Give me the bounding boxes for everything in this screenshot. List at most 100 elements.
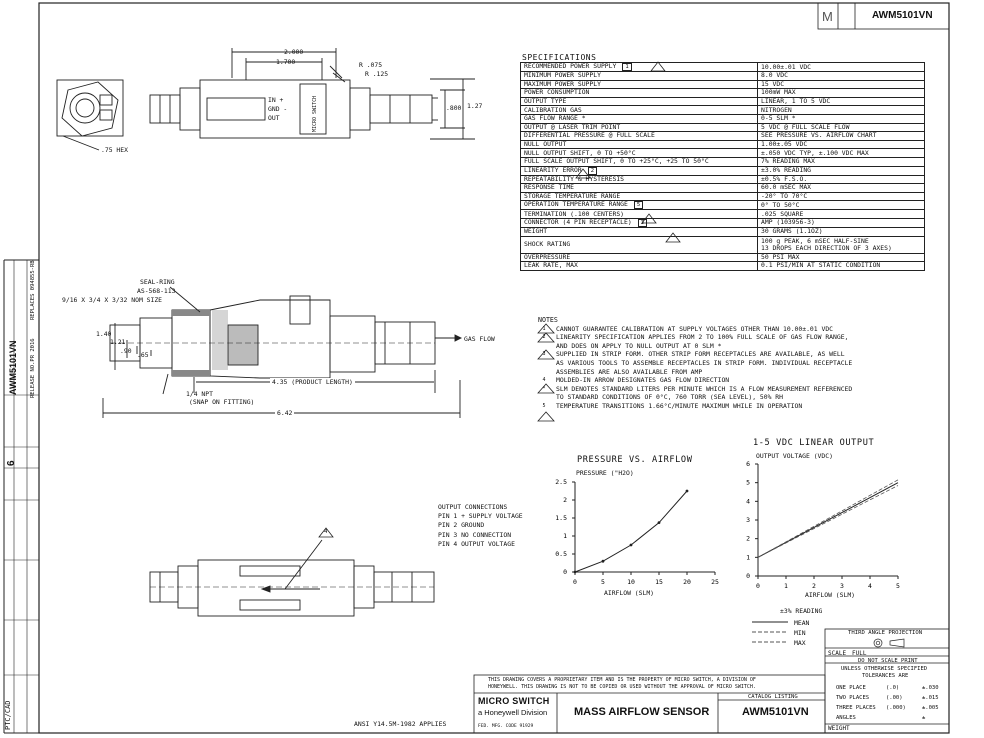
logo-mark: M [822, 9, 833, 24]
spec-label-text: GAS FLOW RANGE * [524, 114, 586, 123]
spec-label-text: RESPONSE TIME [524, 183, 575, 192]
spec-label: WEIGHT [520, 226, 758, 237]
seal-ring-label: SEAL-RING [140, 278, 175, 286]
spec-label: NULL OUTPUT [520, 139, 758, 150]
dim-642: 6.42 [275, 409, 295, 417]
spec-value: 0.1 PSI/MIN AT STATIC CONDITION [757, 261, 925, 271]
series-line [757, 479, 899, 558]
section-view-drawing [102, 286, 463, 418]
spec-label: LINEARITY ERROR 2 [520, 165, 758, 176]
note-text: TEMPERATURE TRANSITIONS 1.66°C/MINUTE MA… [556, 401, 803, 410]
data-point [657, 521, 661, 525]
spec-label: OUTPUT TYPE [520, 96, 758, 107]
data-point [685, 489, 689, 493]
spec-value: AMP (103956-3) [757, 217, 925, 228]
tolerance-value: (.00) [886, 695, 903, 701]
spec-label-text: CONNECTOR (4 PIN RECEPTACLE) [524, 217, 632, 226]
spec-label-text: STORAGE TEMPERATURE RANGE [524, 192, 621, 201]
dim-800: .800 [446, 104, 462, 112]
spec-value-text: 7% READING MAX [761, 157, 815, 166]
note-mark [538, 393, 550, 402]
y-tick-label: 4 [746, 497, 750, 505]
spec-label-text: LINEARITY ERROR [524, 165, 582, 174]
fed-code: FED. MFG. CODE 91929 [478, 724, 534, 729]
seal-part-label: AS-568-113 [137, 287, 176, 295]
pin-1: PIN 1 + SUPPLY VOLTAGE [438, 512, 523, 521]
x-tick-label: 5 [601, 578, 605, 586]
x-tick-label: 1 [784, 582, 788, 590]
catalog-label: CATALOG LISTING [748, 694, 798, 700]
spec-label-text: DIFFERENTIAL PRESSURE @ FULL SCALE [524, 131, 655, 140]
note-triangle-icon: 1 [622, 63, 632, 71]
x-tick-label: 3 [840, 582, 844, 590]
body-brand-text-wrap: MICRO SWITCH [312, 90, 320, 132]
chart1-title: PRESSURE VS. AIRFLOW [577, 455, 693, 465]
spec-label-text: OUTPUT @ LASER TRIM POINT [524, 122, 621, 131]
dim-1700: 1.700 [276, 58, 296, 66]
note-text: LINEARITY SPECIFICATION APPLIES FROM 2 T… [556, 333, 849, 342]
x-tick-label: 4 [868, 582, 872, 590]
spec-label-text: CALIBRATION GAS [524, 105, 582, 114]
projection-symbol-icon [873, 638, 905, 648]
spec-value-text: ±3.0% READING [761, 166, 812, 175]
spec-value-text: 15 VDC [761, 79, 785, 88]
legend-max: MAX [794, 639, 806, 647]
note-triangle-icon: 2 [587, 166, 598, 175]
spec-value-text: SEE PRESSURE VS. AIRFLOW CHART [761, 131, 877, 140]
note-mark: 4 [542, 377, 546, 384]
y-tick-label: 2.5 [555, 478, 567, 486]
spec-label-text: TERMINATION (.100 CENTERS) [524, 209, 625, 218]
x-tick-label: 25 [711, 578, 719, 586]
note-item: AS VARIOUS TOOLS TO ASSEMBLE RECEPTACLES… [538, 359, 852, 368]
y-tick-label: 6 [746, 460, 750, 468]
tolerance-tol: ±.015 [922, 695, 939, 701]
y-tick-label: 3 [746, 516, 750, 524]
tolerance-tol: ± [922, 715, 926, 721]
proprietary-line-2: HONEYWELL. THIS DRAWING IS NOT TO BE COP… [488, 684, 756, 690]
spec-row: NULL OUTPUT SHIFT, 0 TO +50°C±.050 VDC T… [520, 148, 925, 158]
chart2-xlabel: AIRFLOW (SLM) [805, 591, 856, 599]
data-point [601, 559, 605, 563]
output-connections: OUTPUT CONNECTIONS PIN 1 + SUPPLY VOLTAG… [438, 503, 523, 549]
x-tick-label: 2 [812, 582, 816, 590]
spec-value: 100mW MAX [757, 88, 925, 98]
spec-value-text: 10.00±.01 VDC [761, 62, 812, 71]
dim-121: 1.21 [110, 338, 126, 346]
do-not-scale: DO NOT SCALE PRINT [858, 658, 918, 664]
note-item: ASSEMBLIES ARE ALSO AVAILABLE FROM AMP [538, 368, 852, 377]
legend-lines [752, 621, 788, 643]
spec-row: DIFFERENTIAL PRESSURE @ FULL SCALE SEE PR… [520, 131, 925, 141]
spec-value-text: 0-5 SLM * [761, 114, 796, 123]
note-mark: 5 [542, 402, 546, 409]
spec-value: 0-5 SLM * [757, 113, 925, 124]
brand-logo: MICRO SWITCH [478, 696, 550, 706]
tolerances-are: TOLERANCES ARE [862, 673, 909, 679]
tolerance-row: TWO PLACES(.00)±.015 [836, 693, 946, 703]
weight-label: WEIGHT [828, 725, 850, 732]
spec-value: ±.050 VDC TYP, ±.100 VDC MAX [757, 148, 925, 158]
spec-value-text: ±0.5% F.S.O. [761, 174, 808, 183]
note-triangle-icon: 5 [633, 201, 644, 210]
x-tick-label: 5 [896, 582, 900, 590]
spec-label: OVERPRESSURE [520, 252, 758, 263]
legend-mean: MEAN [794, 619, 810, 627]
spec-title: SPECIFICATIONS [522, 53, 597, 62]
spec-label: GAS FLOW RANGE * [520, 113, 758, 124]
spec-value-text: LINEAR, 1 TO 5 VDC [761, 97, 831, 106]
note-text: SUPPLIED IN STRIP FORM. OTHER STRIP FORM… [556, 350, 845, 359]
spec-label-text: WEIGHT [524, 227, 548, 236]
pin-4: PIN 4 OUTPUT VOLTAGE [438, 539, 515, 548]
bottom-view-drawing [149, 539, 435, 617]
